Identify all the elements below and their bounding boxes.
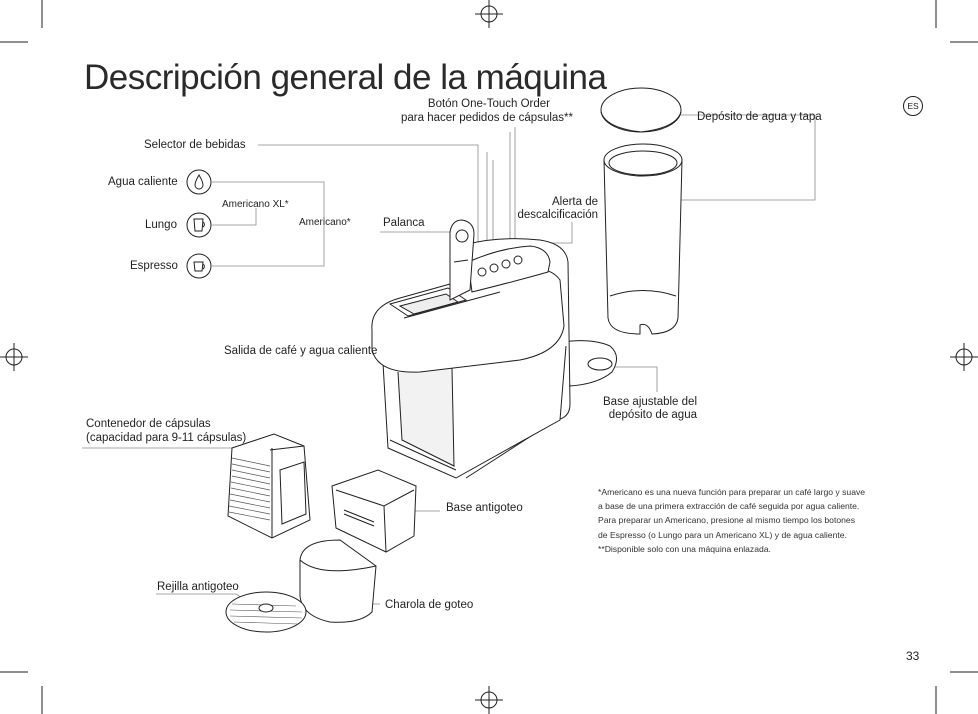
- label-rejilla: Rejilla antigoteo: [157, 581, 239, 593]
- water-drop-icon: [186, 169, 212, 195]
- label-contenedor-line1: Contenedor de cápsulas: [86, 418, 211, 430]
- footnote-line: Para preparar un Americano, presione al …: [598, 515, 855, 526]
- label-base-antigoteo: Base antigoteo: [446, 502, 523, 514]
- label-salida: Salida de café y agua caliente: [224, 345, 378, 357]
- lungo-cup-icon: [186, 212, 212, 238]
- language-badge: ES: [903, 96, 923, 116]
- label-selector: Selector de bebidas: [144, 139, 246, 151]
- capsule-container: [227, 433, 311, 539]
- label-charola: Charola de goteo: [385, 599, 474, 611]
- label-deposito: Depósito de agua y tapa: [697, 111, 822, 123]
- drip-base: [331, 469, 417, 553]
- footnote-line: de Espresso (o Lungo para un Americano X…: [598, 529, 847, 540]
- page-title: Descripción general de la máquina: [84, 58, 607, 97]
- espresso-cup-icon: [186, 253, 212, 279]
- label-base-ajustable-line2: depósito de agua: [608, 409, 697, 421]
- footnote-line: a base de una primera extracción de café…: [598, 501, 860, 512]
- drip-tray: [299, 539, 377, 623]
- footnote-line: **Disponible solo con una máquina enlaza…: [598, 543, 771, 554]
- label-palanca: Palanca: [383, 217, 425, 229]
- label-americano: Americano*: [299, 217, 351, 228]
- footnotes: *Americano es una nueva función para pre…: [598, 485, 898, 556]
- label-one-touch-line1: Botón One-Touch Order: [427, 98, 550, 110]
- label-alerta-line2: descalcificación: [517, 209, 598, 221]
- drip-grid: [225, 591, 307, 633]
- coffee-machine: [371, 219, 617, 479]
- label-espresso: Espresso: [130, 260, 178, 272]
- water-tank: [603, 143, 683, 335]
- label-base-ajustable-line1: Base ajustable del: [603, 396, 697, 408]
- label-one-touch-line2: para hacer pedidos de cápsulas**: [401, 112, 573, 124]
- label-americano-xl: Americano XL*: [222, 199, 289, 210]
- label-contenedor-line2: (capacidad para 9-11 cápsulas): [86, 432, 247, 444]
- label-lungo: Lungo: [145, 219, 177, 231]
- label-agua-caliente: Agua caliente: [108, 176, 178, 188]
- page-number: 33: [906, 649, 920, 663]
- footnote-line: *Americano es una nueva función para pre…: [598, 487, 866, 497]
- water-tank-lid: [600, 87, 682, 133]
- label-alerta-line1: Alerta de: [551, 196, 598, 208]
